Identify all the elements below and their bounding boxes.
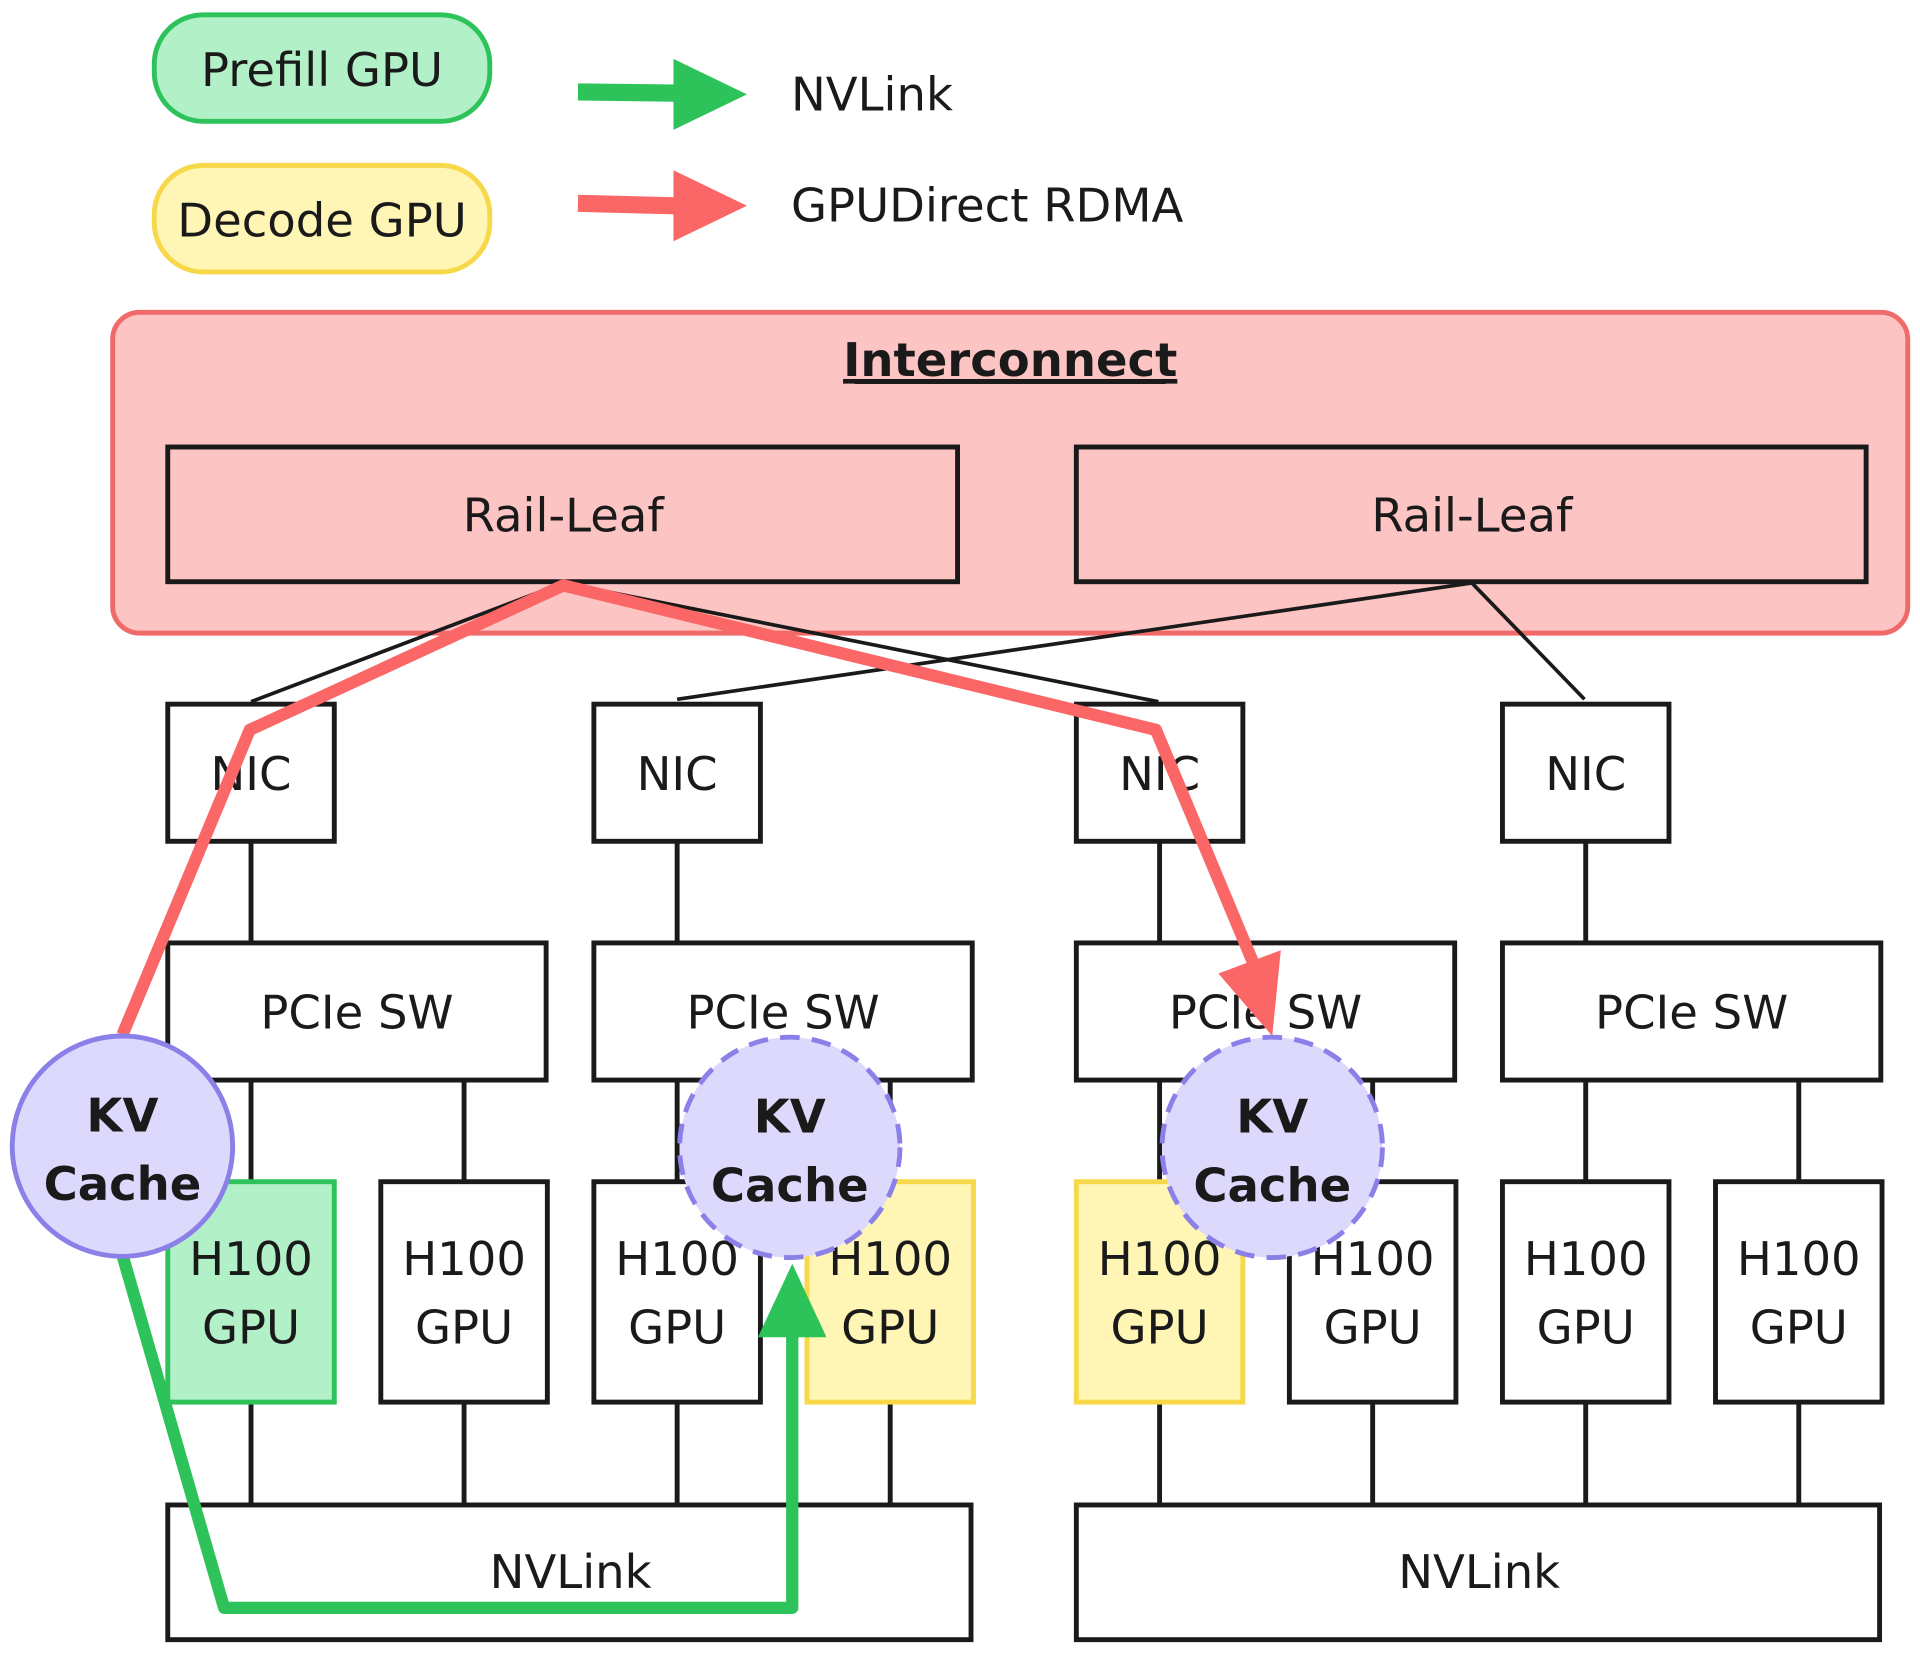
gpu-label-line2: GPU (202, 1300, 300, 1354)
gpu-label-line2: GPU (841, 1300, 939, 1354)
legend-decode-label: Decode GPU (177, 193, 467, 247)
gpu-8[interactable] (1713, 1179, 1885, 1405)
gpu-label-line2: GPU (1750, 1300, 1848, 1354)
gpu-label-line1: H100 (1737, 1232, 1861, 1286)
gpu-label-line1: H100 (402, 1232, 526, 1286)
rail-leaf-left-label: Rail-Leaf (463, 489, 666, 543)
gpu-label-line2: GPU (1324, 1300, 1422, 1354)
legend-decode-swatch (151, 162, 493, 275)
gpu-label-line2: GPU (628, 1300, 726, 1354)
rdma-flow-path (116, 579, 1261, 1038)
nic-2[interactable] (591, 701, 763, 844)
rail-leaf-right-label: Rail-Leaf (1371, 489, 1574, 543)
legend-rdma-label: GPUDirect RDMA (791, 179, 1183, 233)
gpu-7[interactable] (1500, 1179, 1672, 1405)
interconnect-title: Interconnect (843, 333, 1177, 387)
legend-nvlink-label: NVLink (791, 67, 953, 121)
rdma-arrow-icon (577, 170, 747, 242)
gpu-label-line1: H100 (615, 1232, 739, 1286)
nvlink-switch-right[interactable] (1073, 1502, 1883, 1643)
nic-label: NIC (637, 747, 718, 801)
gpu-2[interactable] (378, 1179, 550, 1405)
kv-cache-label-line2: Cache (44, 1157, 202, 1211)
kv-cache-label-line1: KV (86, 1089, 158, 1143)
nvlink-flow-arrowhead-icon (757, 1263, 827, 1338)
pcie-switch-label: PCIe SW (686, 986, 879, 1040)
rdma-flow-arrowhead-icon (1218, 950, 1281, 1036)
kv-cache-label-line2: Cache (1193, 1158, 1351, 1212)
kv-cache-3[interactable] (1159, 1034, 1385, 1261)
link-leafR-nic2 (676, 581, 1473, 702)
link-leafR-nic4 (1470, 581, 1586, 701)
pcie-switch-label: PCIe SW (1595, 986, 1788, 1040)
internal-links (248, 841, 1802, 1505)
gpu-label-line1: H100 (1524, 1232, 1648, 1286)
nvlink-switches: NVLink NVLink (165, 1502, 1883, 1643)
kv-cache-label-line1: KV (754, 1090, 826, 1144)
kv-cache-label-line2: Cache (711, 1158, 869, 1212)
gpu-label-line2: GPU (415, 1300, 513, 1354)
rail-leaf-left[interactable] (165, 444, 960, 585)
gpu-label-line1: H100 (189, 1232, 313, 1286)
gpu-label-line1: H100 (1098, 1232, 1222, 1286)
gpu-label-line2: GPU (1537, 1300, 1635, 1354)
pcie-switch-1[interactable] (165, 940, 549, 1083)
legend: Prefill GPU Decode GPU NVLink GPUDirect … (151, 12, 1183, 275)
legend-prefill-label: Prefill GPU (201, 43, 443, 97)
interconnect-group: Interconnect Rail-Leaf Rail-Leaf (110, 309, 1911, 636)
nvlink-switch-right-label: NVLink (1398, 1545, 1560, 1599)
kv-cache-1[interactable] (9, 1033, 236, 1259)
nvlink-arrow-icon (577, 58, 747, 130)
nic-4[interactable] (1500, 701, 1672, 844)
gpu-label-line2: GPU (1111, 1300, 1209, 1354)
link-leafL-nic3 (562, 581, 1159, 704)
kv-cache-label-line1: KV (1236, 1090, 1308, 1144)
pcie-switch-4[interactable] (1500, 940, 1884, 1083)
nvlink-flow-path (116, 1253, 799, 1614)
nvlink-switch-left[interactable] (165, 1502, 974, 1643)
kv-caches: KV Cache KV Cache KV Cache (9, 1033, 1385, 1261)
flows (116, 579, 1281, 1614)
rail-leaf-right[interactable] (1073, 444, 1869, 585)
pcie-switch-label: PCIe SW (260, 986, 453, 1040)
kv-cache-2[interactable] (677, 1034, 903, 1261)
nic-label: NIC (1545, 747, 1626, 801)
legend-prefill-swatch (151, 12, 493, 124)
nvlink-switch-left-label: NVLink (490, 1545, 652, 1599)
